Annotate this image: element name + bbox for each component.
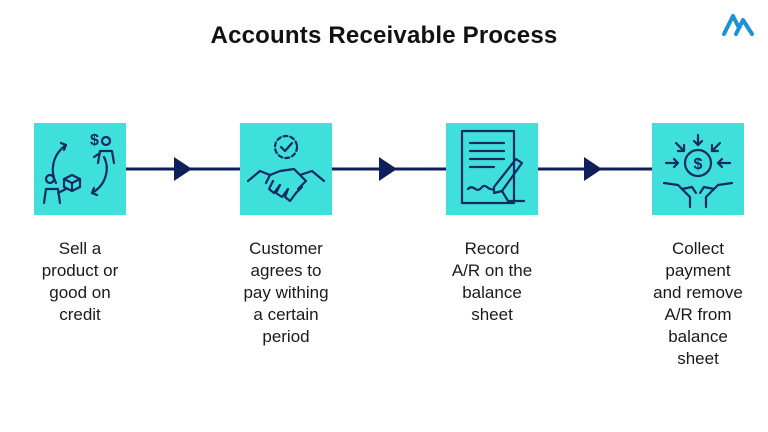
step-1-label: Sell a product or good on credit [41, 239, 119, 324]
step-4-box: $ [652, 123, 744, 215]
step-3-box [446, 123, 538, 215]
collect-coins-hands-icon: $ [662, 133, 734, 209]
svg-text:$: $ [90, 132, 99, 149]
logo-mountain-icon [722, 14, 754, 36]
exchange-goods-money-icon: $ [42, 132, 116, 205]
connector-3 [538, 157, 652, 181]
step-2-box [240, 123, 332, 215]
connector-2 [332, 157, 446, 181]
step-3-label: Record A/R on the balance sheet [451, 239, 533, 324]
handshake-icon [246, 134, 326, 203]
arrow-right-icon [174, 157, 192, 181]
connector-1 [126, 157, 240, 181]
page-title: Accounts Receivable Process [210, 22, 558, 49]
step-1-box: $ [34, 123, 126, 215]
step-4-label: Collect payment and remove A/R from bala… [653, 239, 743, 368]
document-sign-icon [460, 129, 526, 205]
arrow-right-icon [379, 157, 397, 181]
step-2-label: Customer agrees to pay withing a certain… [243, 239, 329, 346]
arrow-right-icon [584, 157, 602, 181]
svg-text:$: $ [694, 156, 703, 173]
